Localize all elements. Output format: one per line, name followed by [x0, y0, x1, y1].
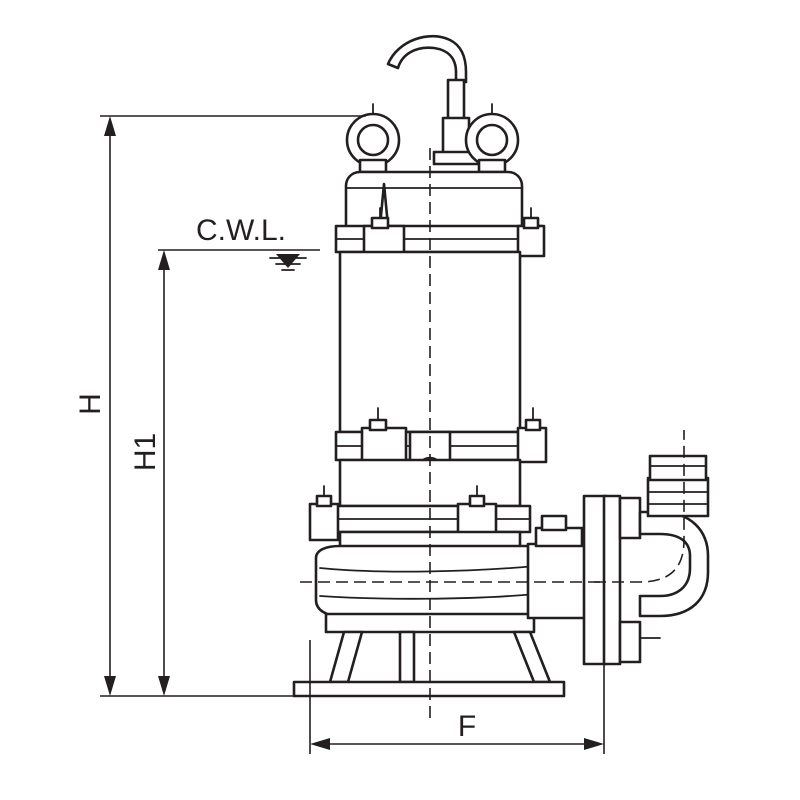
center-lines: [300, 148, 685, 724]
motor-top-cap: [344, 170, 524, 230]
width-label: F: [458, 710, 476, 743]
dimension-height-level: H1: [129, 249, 320, 696]
water-level-marker: C.W.L.: [196, 214, 307, 271]
height-level-label: H1: [129, 433, 162, 471]
volute-casing: [314, 544, 542, 634]
height-total-label: H: [74, 393, 107, 415]
lifting-eye-right: [464, 103, 520, 174]
upper-flange: [334, 207, 546, 262]
pump-stand: [292, 630, 566, 698]
discharge-outlet: [526, 454, 710, 666]
lifting-eye-left: [345, 103, 401, 174]
power-cable: [386, 34, 480, 166]
dimension-height-total: H: [74, 115, 366, 697]
dimension-width: F: [309, 640, 605, 754]
water-level-label: C.W.L.: [196, 214, 286, 247]
